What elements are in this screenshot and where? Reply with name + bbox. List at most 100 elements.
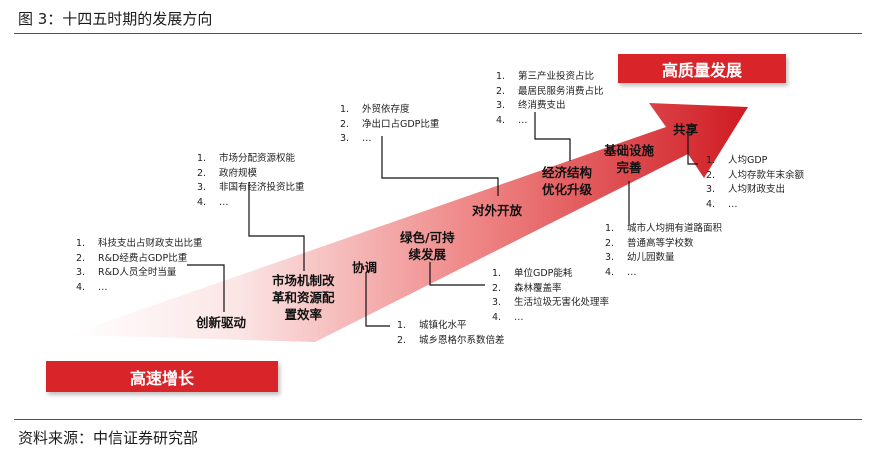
stage-label-line: 创新驱动 xyxy=(196,315,247,330)
connector-coordination xyxy=(365,272,390,327)
list-item: 4. … xyxy=(197,196,305,211)
stage-label-line: 经济结构 xyxy=(542,165,593,180)
list-item-text: … xyxy=(98,281,108,293)
list-item-text: 人均财政支出 xyxy=(728,184,786,195)
list-item-number: 1. xyxy=(706,155,716,166)
source-note: 资料来源：中信证券研究部 xyxy=(18,429,199,447)
connector-market xyxy=(248,182,305,271)
list-item-text: 非国有经济投资比重 xyxy=(219,182,305,193)
list-item: 3. … xyxy=(340,132,439,147)
list-item-number: 3. xyxy=(76,267,86,278)
stage-label-line: 基础设施 xyxy=(604,143,655,158)
list-item-text: 普通高等学校数 xyxy=(627,237,694,249)
list-item: 4. … xyxy=(605,266,722,281)
list-item-text: 幼儿园数量 xyxy=(627,252,675,263)
stage-sharing: 共享 xyxy=(673,121,698,138)
list-item-text: … xyxy=(219,196,229,208)
list-item-number: 4. xyxy=(197,196,207,208)
list-item: 4. … xyxy=(496,114,604,129)
list-item-text: 单位GDP能耗 xyxy=(514,268,573,279)
list-item-text: 森林覆盖率 xyxy=(514,282,562,294)
list-item-text: 市场分配资源权能 xyxy=(219,153,296,164)
connector-opening xyxy=(381,136,499,196)
list-item-number: 1. xyxy=(496,71,506,82)
growth-arrow-diagram xyxy=(68,103,748,342)
list-item: 2.普通高等学校数 xyxy=(605,237,722,252)
stage-label-line: 置效率 xyxy=(284,307,323,322)
growth-arrow xyxy=(68,103,748,342)
list-item-text: … xyxy=(728,198,738,210)
list-item-text: 城乡恩格尔系数倍差 xyxy=(419,334,505,346)
stage-label-line: 共享 xyxy=(673,122,699,137)
high-quality-banner: 高质量发展 xyxy=(618,54,786,83)
list-item-text: 第三产业投资占比 xyxy=(518,71,595,82)
list-item: 4. … xyxy=(706,198,804,213)
list-item-number: 3. xyxy=(605,252,615,263)
list-item-number: 4. xyxy=(605,266,615,278)
connector-structure xyxy=(534,112,571,161)
list-item: 2.人均存款年末余额 xyxy=(706,169,804,184)
list-item-number: 4. xyxy=(492,311,502,323)
list-item: 4.… xyxy=(492,311,609,326)
list-item-text: 终消费支出 xyxy=(518,100,566,111)
list-item: 2.净出口占GDP比重 xyxy=(340,118,439,133)
list-item-text: … xyxy=(518,114,528,126)
list-item: 1.市场分配资源权能 xyxy=(197,152,305,167)
list-item-text: 外贸依存度 xyxy=(362,104,410,115)
list-item: 2. 森林覆盖率 xyxy=(492,282,609,297)
stage-opening: 对外开放 xyxy=(472,202,522,219)
list-item-text: 城市人均拥有道路面积 xyxy=(627,223,723,234)
stage-label-line: 对外开放 xyxy=(472,203,523,218)
stage-label-line: 绿色/可持 xyxy=(400,230,455,245)
list-item: 1.外贸依存度 xyxy=(340,103,439,118)
list-item-text: 最居民服务消费占比 xyxy=(518,85,604,97)
list-item: 1. 第三产业投资占比 xyxy=(496,70,604,85)
list-item-number: 2. xyxy=(197,167,207,179)
list-item-number: 2. xyxy=(492,282,502,294)
list-item-number: 2. xyxy=(76,252,86,264)
bottom-divider xyxy=(14,419,862,420)
list-item-number: 4. xyxy=(496,114,506,126)
list-item-number: 1. xyxy=(492,268,502,279)
top-divider xyxy=(14,33,862,34)
stage-innovation: 创新驱动 xyxy=(196,314,246,331)
connector-green xyxy=(429,262,485,286)
list-item: 1.人均GDP xyxy=(706,154,804,169)
list-item: 3. R&D人员全时当量 xyxy=(76,266,203,281)
list-item-number: 3. xyxy=(197,182,207,193)
list-item-text: 人均存款年末余额 xyxy=(728,169,805,181)
connector-sharing xyxy=(687,131,698,165)
list-item-text: … xyxy=(627,266,637,278)
list-item-number: 3. xyxy=(706,184,716,195)
list-item-number: 4. xyxy=(706,198,716,210)
list-item-text: R&D人员全时当量 xyxy=(98,267,177,278)
list-item-text: 城镇化水平 xyxy=(419,320,467,331)
list-item-number: 1. xyxy=(76,238,86,249)
list-item: 1.科技支出占财政支出比重 xyxy=(76,237,203,252)
list-item-text: 政府规模 xyxy=(219,167,258,179)
list-item: 4.… xyxy=(76,281,203,296)
list-item-text: … xyxy=(362,133,372,144)
connector-innovation xyxy=(187,264,225,312)
list-item-number: 3. xyxy=(340,133,350,144)
stage-label-line: 完善 xyxy=(616,160,642,175)
stage-label-line: 优化升级 xyxy=(542,182,593,197)
stage-label-line: 市场机制改 xyxy=(272,273,335,288)
connector-lines xyxy=(187,112,698,327)
list-item: 2.城乡恩格尔系数倍差 xyxy=(397,334,505,349)
stage-structure: 经济结构优化升级 xyxy=(542,164,592,198)
list-item-text: 净出口占GDP比重 xyxy=(362,118,440,130)
list-item: 3. 幼儿园数量 xyxy=(605,251,722,266)
list-item: 1.城镇化水平 xyxy=(397,319,505,334)
stage-label-line: 续发展 xyxy=(408,247,447,262)
stage-market: 市场机制改革和资源配置效率 xyxy=(272,272,335,323)
list-item: 1.城市人均拥有道路面积 xyxy=(605,222,722,237)
list-item: 3. 人均财政支出 xyxy=(706,183,804,198)
